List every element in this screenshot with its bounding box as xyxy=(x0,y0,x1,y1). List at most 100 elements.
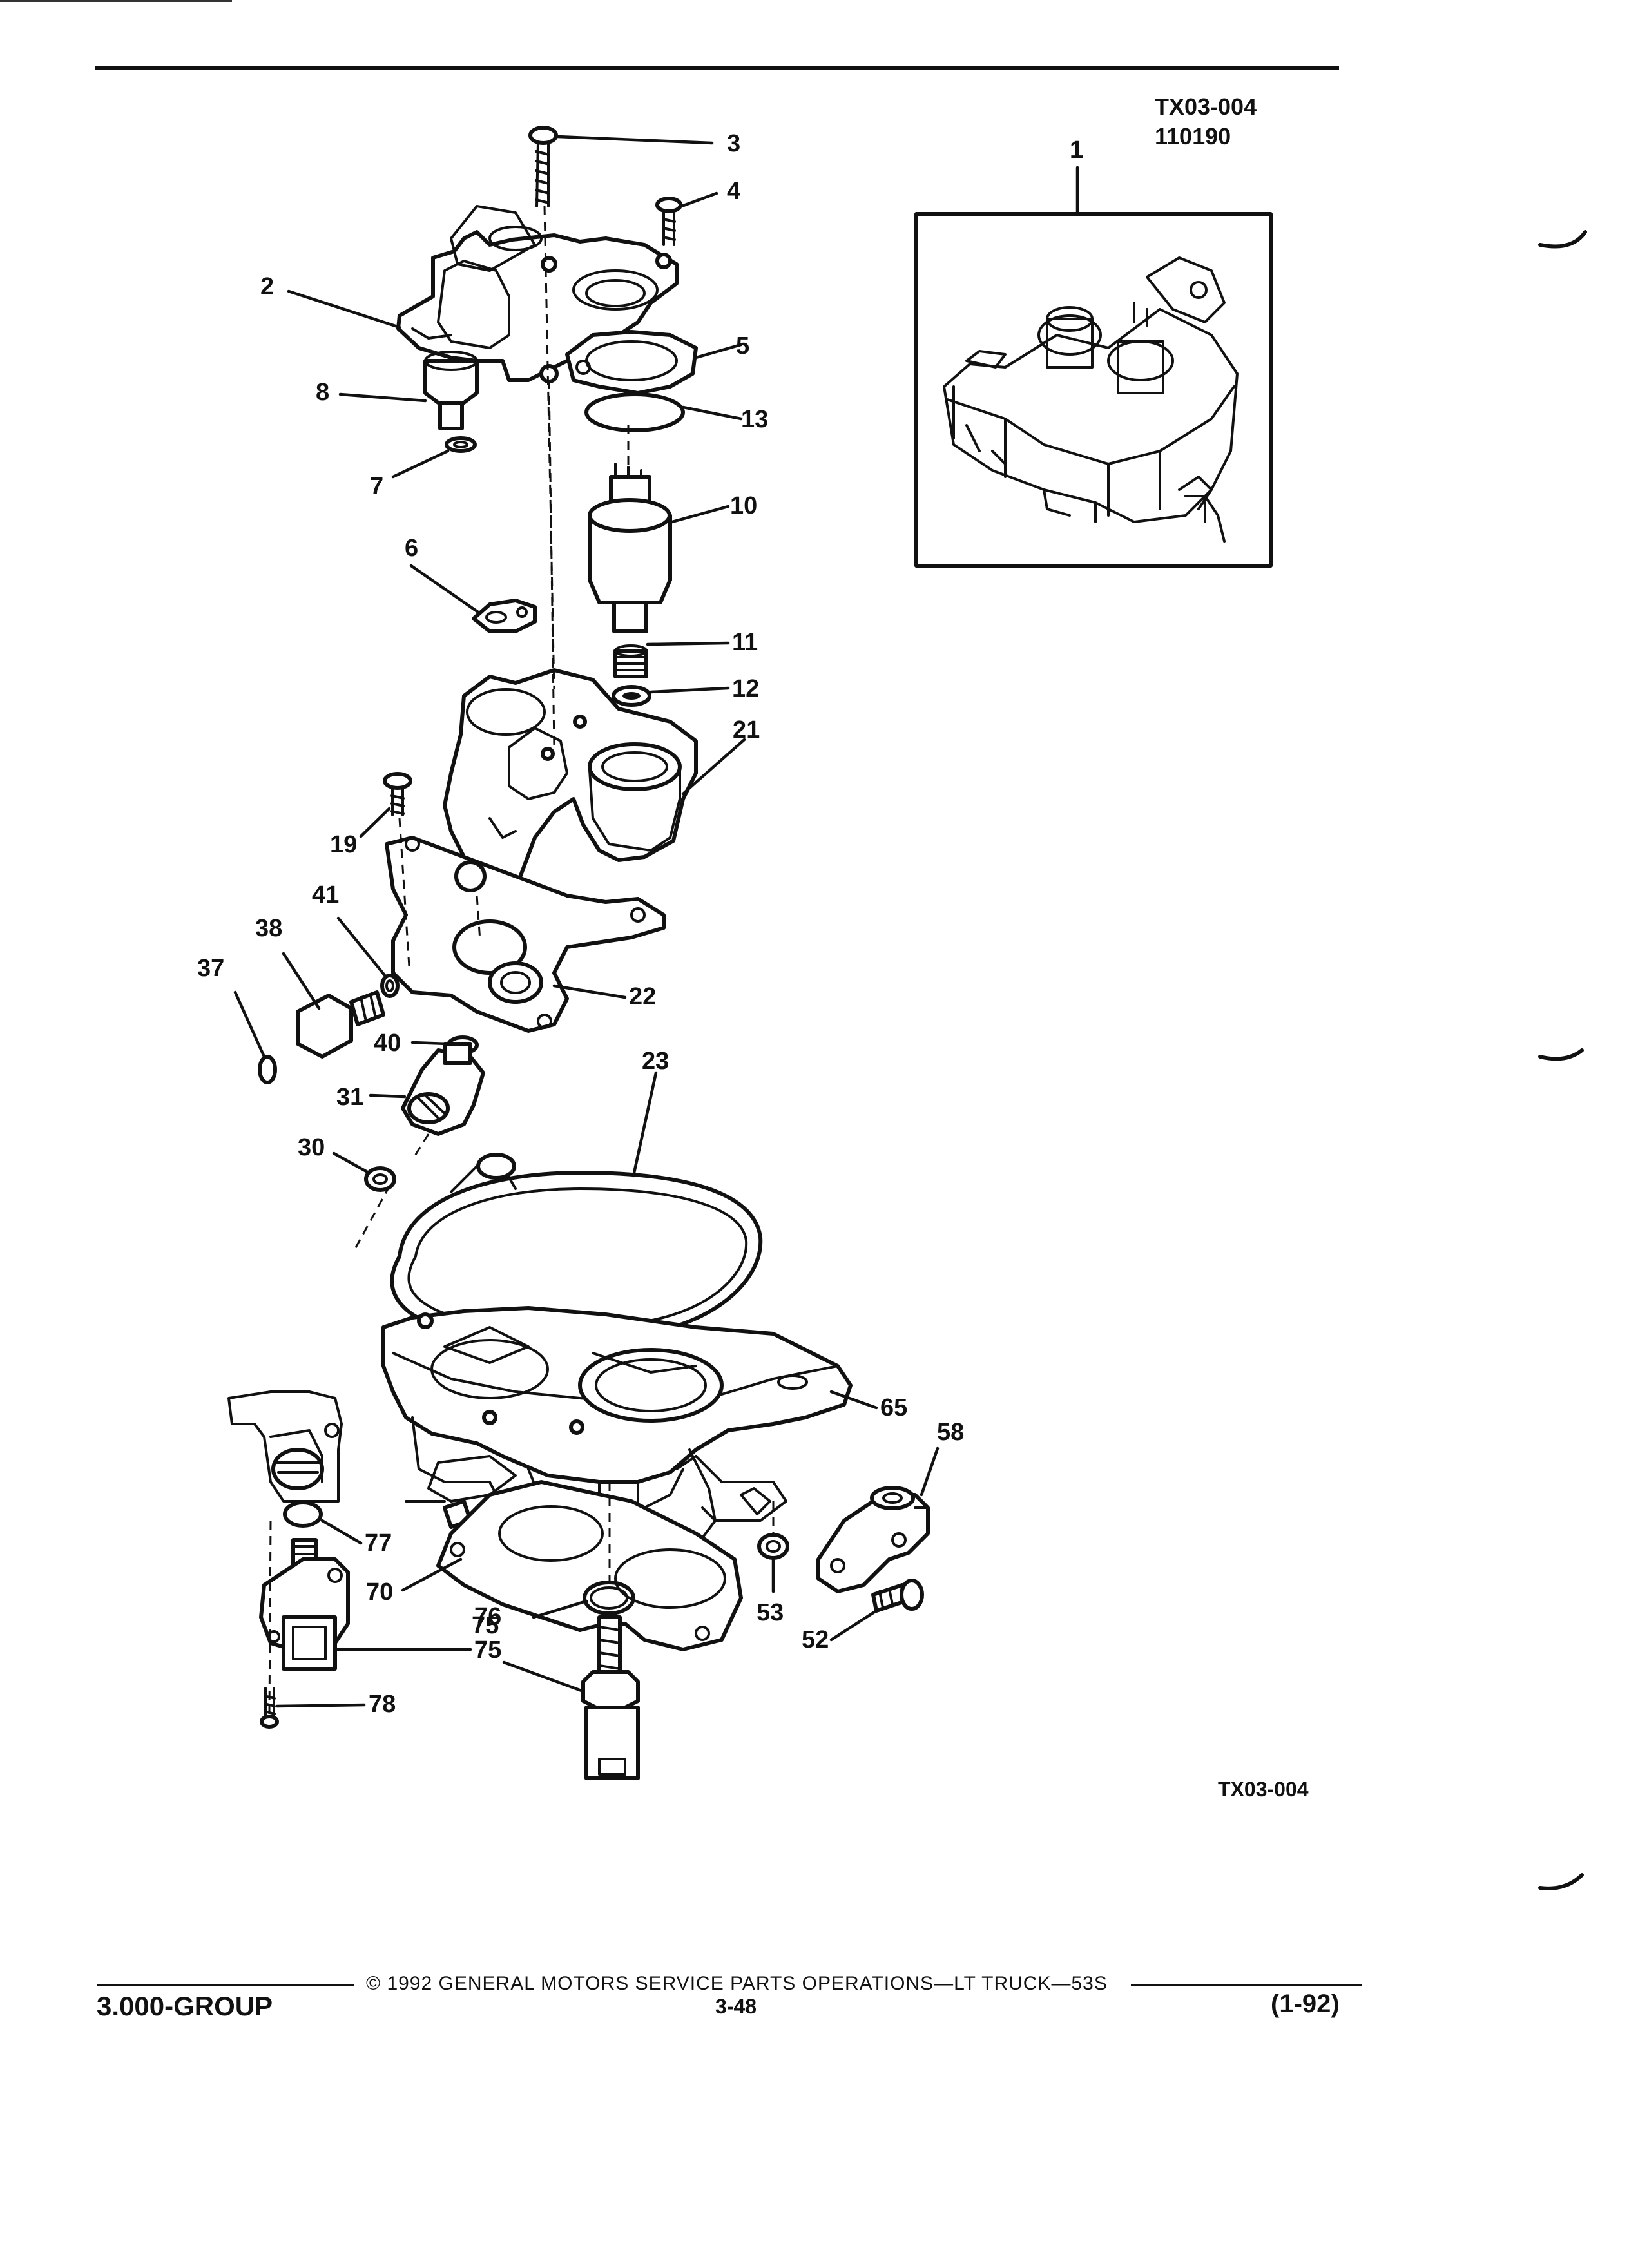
screw-4-icon xyxy=(655,197,682,246)
leader-21 xyxy=(681,738,746,796)
leader-70 xyxy=(401,1557,463,1592)
callout-21: 21 xyxy=(733,716,760,744)
leader-30 xyxy=(332,1151,371,1175)
callout-53: 53 xyxy=(757,1599,784,1626)
fitting-38-icon xyxy=(296,990,385,1059)
tps-sensor-58-icon xyxy=(816,1486,930,1593)
leader-31 xyxy=(369,1093,407,1099)
callout-30: 30 xyxy=(298,1134,325,1161)
sensor-75-icon xyxy=(581,1615,640,1780)
seal-77-icon xyxy=(283,1501,323,1528)
revision-date: (1-92) xyxy=(1271,1990,1340,2018)
leader-22 xyxy=(552,984,627,999)
callout-11: 11 xyxy=(732,629,758,656)
spacer-53-icon xyxy=(757,1533,789,1560)
leader-38 xyxy=(282,952,321,1010)
ring-30-icon xyxy=(364,1166,396,1192)
leader-8 xyxy=(338,392,427,403)
screw-78-icon xyxy=(260,1687,279,1729)
callout-10: 10 xyxy=(730,492,758,519)
leader-41 xyxy=(336,916,387,978)
callout-23: 23 xyxy=(642,1048,670,1075)
leader-37 xyxy=(233,990,266,1059)
date-code: 110190 xyxy=(1155,123,1231,149)
page-number: 3-48 xyxy=(715,1995,757,2018)
inset-frame xyxy=(914,212,1273,568)
leader-23 xyxy=(631,1071,658,1178)
seal-41-icon xyxy=(380,974,400,998)
leader-19 xyxy=(359,807,391,838)
callout-70: 70 xyxy=(366,1579,394,1606)
seal-7-icon xyxy=(445,436,477,453)
top-rule xyxy=(95,66,1339,70)
leader-40 xyxy=(410,1041,450,1046)
iac-housing-icon xyxy=(227,1390,343,1503)
copyright-line: © 1992 GENERAL MOTORS SERVICE PARTS OPER… xyxy=(366,1973,1108,1994)
callout-13: 13 xyxy=(741,406,769,433)
callout-8: 8 xyxy=(316,379,330,406)
group-label: 3.000-GROUP xyxy=(97,1991,273,2021)
leader-77 xyxy=(320,1519,363,1545)
gasket-6-icon xyxy=(472,599,537,633)
o-ring-13-icon xyxy=(584,392,685,432)
fuel-injector-10-icon xyxy=(588,463,672,633)
leader-13 xyxy=(681,405,743,421)
callout-58: 58 xyxy=(937,1419,965,1446)
callout-6: 6 xyxy=(405,535,419,562)
leader-75b xyxy=(502,1660,585,1693)
screw-19-icon xyxy=(383,772,412,816)
illustration-code-header: TX03-004 xyxy=(1155,93,1257,120)
gasket-22-icon xyxy=(385,836,666,1033)
leader-12 xyxy=(649,686,730,694)
margin-marks xyxy=(1538,230,1587,1890)
leader-52 xyxy=(829,1609,878,1642)
callout-76: 76 xyxy=(474,1603,502,1630)
callout-78: 78 xyxy=(369,1691,396,1718)
callout-77: 77 xyxy=(365,1530,392,1557)
callout-37: 37 xyxy=(197,955,225,982)
callout-3: 3 xyxy=(727,130,741,157)
corner-mark xyxy=(0,0,232,2)
leader-58 xyxy=(920,1446,940,1497)
callout-4: 4 xyxy=(727,178,741,205)
leader-4 xyxy=(680,191,718,208)
iac-valve-icon xyxy=(423,351,479,430)
fuel-meter-body-21-icon xyxy=(443,668,698,904)
callout-7: 7 xyxy=(370,473,384,500)
fitting-31-icon xyxy=(401,1042,485,1136)
leader-78 xyxy=(275,1703,366,1708)
callout-75-right: 75 xyxy=(472,1612,499,1639)
callout-5: 5 xyxy=(736,332,750,360)
callout-31: 31 xyxy=(336,1084,364,1111)
callout-12: 12 xyxy=(732,675,760,702)
leader-76 xyxy=(532,1599,588,1619)
leader-5 xyxy=(694,343,743,360)
gasket-5-icon xyxy=(565,330,698,395)
footer-rule-right xyxy=(1131,1984,1362,1986)
footer-rule-left xyxy=(97,1984,354,1986)
filter-11-icon xyxy=(613,644,648,678)
leader-10 xyxy=(670,505,730,524)
callout-40: 40 xyxy=(374,1030,401,1057)
base-gasket-70-icon xyxy=(436,1480,743,1651)
leader-6 xyxy=(409,564,480,614)
alignment-lines xyxy=(268,206,775,1715)
leader-65 xyxy=(829,1390,878,1410)
leader-11 xyxy=(646,641,730,646)
leader-7 xyxy=(391,449,450,479)
screw-52-icon xyxy=(871,1579,924,1613)
assembly-inset xyxy=(914,212,1273,568)
callout-38: 38 xyxy=(255,915,283,942)
assembled-throttle-body-icon xyxy=(943,256,1239,543)
callout-2: 2 xyxy=(260,273,275,300)
callout-65: 65 xyxy=(880,1394,908,1421)
callout-41: 41 xyxy=(312,881,340,908)
callout-52: 52 xyxy=(802,1626,829,1653)
callout-19: 19 xyxy=(330,831,358,858)
illustration-code-footer: TX03-004 xyxy=(1218,1778,1309,1801)
seal-12-icon xyxy=(612,685,651,707)
leader-2 xyxy=(287,289,401,329)
leader-3 xyxy=(555,135,714,145)
ring-37-icon xyxy=(258,1055,277,1084)
